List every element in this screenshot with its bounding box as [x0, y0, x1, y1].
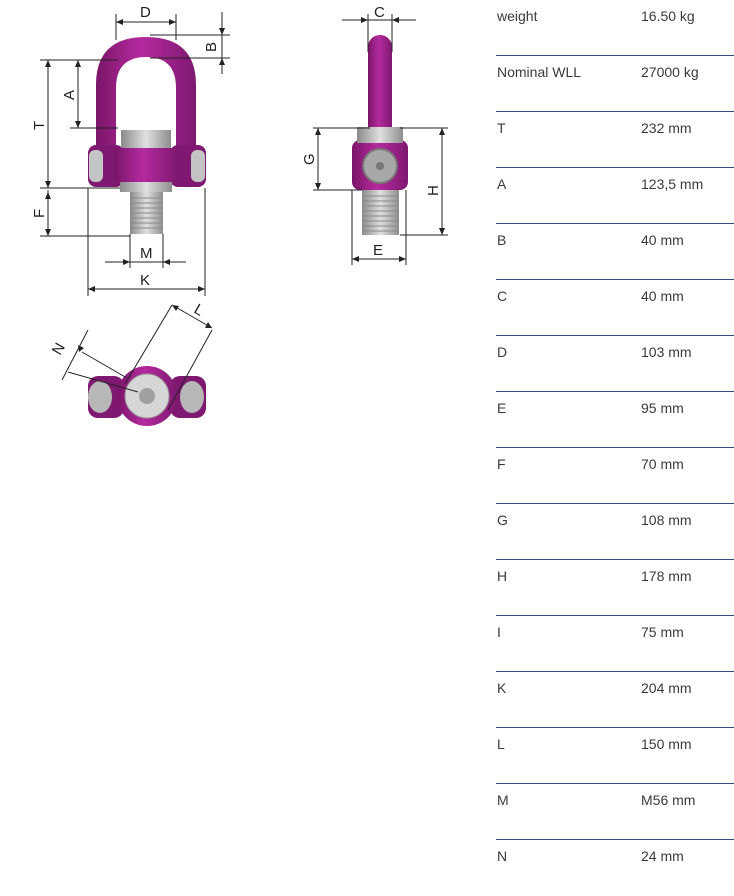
dim-label-T: T	[31, 121, 48, 130]
spec-label: C	[497, 288, 508, 304]
dim-label-C: C	[374, 4, 385, 21]
spec-value: 27000 kg	[641, 64, 699, 80]
spec-value: 24 mm	[641, 848, 684, 864]
spec-row: F 70 mm	[496, 448, 734, 504]
spec-value: 40 mm	[641, 288, 684, 304]
spec-row: weight 16.50 kg	[496, 0, 734, 56]
side-view: C G H E	[301, 4, 448, 265]
front-body	[114, 148, 178, 184]
dim-label-G: G	[301, 153, 318, 165]
spec-row: A 123,5 mm	[496, 168, 734, 224]
spec-value: 103 mm	[641, 344, 692, 360]
spec-value: 178 mm	[641, 568, 692, 584]
spec-value: 95 mm	[641, 400, 684, 416]
spec-row: C 40 mm	[496, 280, 734, 336]
spec-label: M	[497, 792, 509, 808]
spec-value: 108 mm	[641, 512, 692, 528]
spec-row: G 108 mm	[496, 504, 734, 560]
spec-label: G	[497, 512, 508, 528]
spec-label: E	[497, 400, 507, 416]
spec-label: weight	[497, 8, 538, 24]
specifications-table: weight 16.50 kg Nominal WLL 27000 kg T 232 mm…	[496, 0, 734, 896]
spec-label: T	[497, 120, 506, 136]
dim-label-D: D	[140, 4, 151, 21]
dim-label-H: H	[425, 185, 442, 196]
spec-value: 40 mm	[641, 232, 684, 248]
technical-drawing: D B A T F M K	[31, 4, 448, 426]
spec-row: L 150 mm	[496, 728, 734, 784]
spec-label: Nominal WLL	[497, 64, 582, 80]
dim-label-B: B	[203, 42, 220, 52]
dim-label-A: A	[61, 90, 78, 100]
spec-label: B	[497, 232, 507, 248]
dim-label-L: L	[191, 301, 207, 320]
spec-row: B 40 mm	[496, 224, 734, 280]
spec-label: A	[497, 176, 507, 192]
spec-value: 150 mm	[641, 736, 692, 752]
spec-value: 16.50 kg	[641, 8, 695, 24]
spec-row: Nominal WLL 27000 kg	[496, 56, 734, 112]
spec-label: N	[497, 848, 508, 864]
spec-label: D	[497, 344, 508, 360]
side-thread	[362, 190, 399, 235]
spec-row: M M56 mm	[496, 784, 734, 840]
top-view: L N	[49, 301, 213, 426]
dim-label-F: F	[31, 209, 48, 218]
spec-value: 75 mm	[641, 624, 684, 640]
spec-value: 123,5 mm	[641, 176, 704, 192]
dim-label-K: K	[140, 272, 150, 289]
spec-label: F	[497, 456, 506, 472]
front-shackle-bow	[96, 37, 196, 150]
spec-label: K	[497, 680, 507, 696]
dim-label-M: M	[140, 245, 153, 262]
spec-row: E 95 mm	[496, 392, 734, 448]
spec-row: H 178 mm	[496, 560, 734, 616]
spec-label: L	[497, 736, 505, 752]
spec-label: H	[497, 568, 508, 584]
side-shackle-bow	[368, 35, 392, 150]
spec-row: T 232 mm	[496, 112, 734, 168]
spec-row: D 103 mm	[496, 336, 734, 392]
spec-value: M56 mm	[641, 792, 696, 808]
spec-value: 232 mm	[641, 120, 692, 136]
spec-row: I 75 mm	[496, 616, 734, 672]
front-hex-nut	[121, 130, 171, 152]
spec-label: I	[497, 624, 501, 640]
dim-label-N: N	[49, 340, 69, 358]
spec-row: K 204 mm	[496, 672, 734, 728]
spec-value: 204 mm	[641, 680, 692, 696]
spec-value: 70 mm	[641, 456, 684, 472]
dim-label-E: E	[373, 242, 383, 259]
spec-row: N 24 mm	[496, 840, 734, 896]
front-view: D B A T F M K	[31, 4, 230, 296]
